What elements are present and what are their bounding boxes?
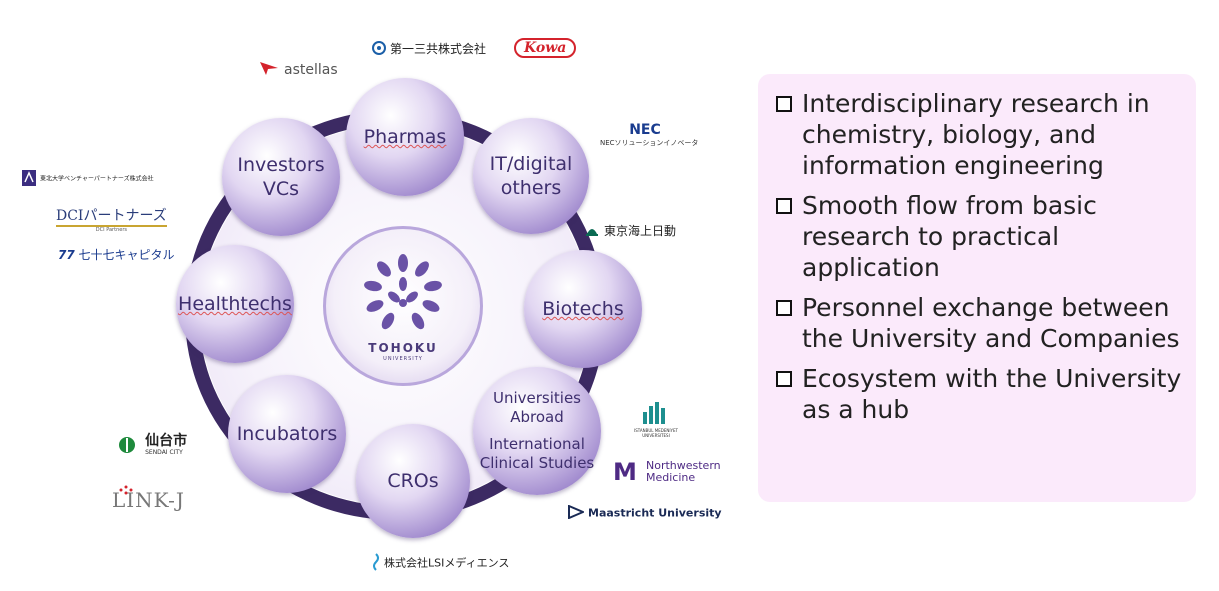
node-investors-line1: Investors	[237, 154, 325, 176]
node-universities: Universities Abroad International Clinic…	[473, 367, 601, 495]
center-name: TOHOKU	[368, 341, 438, 355]
tohoku-vp-text: 東北大学ベンチャーパートナーズ株式会社	[40, 175, 154, 183]
node-biotechs-label: Biotechs	[542, 298, 624, 320]
dci-partners-logo: DCIパートナーズ DCI Partners	[56, 205, 167, 233]
daiichi-sankyo-text: 第一三共株式会社	[390, 42, 487, 56]
maastricht-university-logo: Maastricht University	[568, 504, 722, 522]
key-point-item: Ecosystem with the University as a hub	[776, 363, 1186, 425]
maastricht-text: Maastricht University	[588, 506, 722, 520]
maastricht-icon	[568, 504, 586, 522]
ecosystem-diagram: TOHOKU UNIVERSITY Pharmas IT/digital oth…	[22, 38, 722, 574]
dci-sub-text: DCI Partners	[95, 227, 127, 233]
tohoku-university-logo: TOHOKU UNIVERSITY	[323, 226, 483, 386]
node-universities-line2: Abroad	[510, 408, 564, 426]
tohoku-emblem-icon	[364, 254, 442, 330]
node-cros-label: CROs	[387, 470, 439, 492]
sendai-city-logo: 仙台市 SENDAI CITY	[118, 433, 188, 458]
node-cros: CROs	[356, 424, 470, 538]
kowa-logo: Kowa	[514, 38, 577, 58]
node-it-digital: IT/digital others	[473, 118, 589, 234]
northwestern-m-icon: M	[613, 458, 637, 486]
link-j-text: LINK-J	[112, 488, 185, 512]
node-it-digital-line2: others	[500, 177, 562, 199]
key-points-list: Interdisciplinary research in chemistry,…	[758, 74, 1196, 425]
node-it-digital-line1: IT/digital	[489, 153, 573, 175]
kowa-text: Kowa	[524, 40, 567, 56]
tohoku-vp-icon	[22, 170, 36, 188]
shichijushichi-text: 七十七キャピタル	[78, 248, 175, 262]
seventy-seven-mark-icon: 77	[58, 248, 75, 262]
shichijushichi-capital-logo: 77 七十七キャピタル	[58, 246, 175, 263]
node-universities-line1: Universities	[492, 389, 581, 407]
link-j-logo: LINK-J	[112, 485, 185, 512]
node-incubators-label: Incubators	[236, 423, 338, 445]
center-subname: UNIVERSITY	[383, 356, 423, 362]
node-universities-line3: International	[489, 435, 585, 453]
astellas-text: astellas	[284, 62, 338, 78]
key-point-item: Interdisciplinary research in chemistry,…	[776, 88, 1186, 181]
lsi-medience-icon	[372, 553, 380, 574]
lsi-medience-text: 株式会社LSIメディエンス	[384, 556, 510, 570]
northwestern-text: Northwestern	[645, 459, 721, 472]
link-j-burst-icon	[119, 485, 133, 495]
nec-sub-text: NECソリューションイノベータ	[600, 139, 699, 147]
node-investors-line2: VCs	[262, 178, 300, 200]
lsi-medience-logo: 株式会社LSIメディエンス	[372, 553, 509, 574]
nec-logo: NEC NECソリューションイノベータ	[600, 122, 699, 148]
node-universities-line4: Clinical Studies	[479, 454, 595, 472]
sendai-emblem-icon	[118, 436, 136, 458]
sendai-text: 仙台市	[145, 433, 188, 449]
node-investors: Investors VCs	[222, 118, 340, 236]
astellas-logo: astellas	[258, 60, 338, 80]
astellas-star-icon	[258, 60, 280, 80]
node-healthtechs-label: Healthtechs	[178, 293, 292, 315]
key-point-item: Personnel exchange between the Universit…	[776, 292, 1186, 354]
daiichi-sankyo-icon	[372, 41, 386, 58]
tohoku-venture-partners-logo: 東北大学ベンチャーパートナーズ株式会社	[22, 170, 154, 188]
istanbul-bars-icon	[643, 402, 665, 424]
node-healthtechs: Healthtechs	[176, 245, 294, 363]
nec-text: NEC	[629, 122, 661, 138]
node-incubators: Incubators	[228, 375, 346, 493]
node-pharmas: Pharmas	[346, 78, 464, 196]
sendai-sub-text: SENDAI CITY	[145, 449, 183, 456]
daiichi-sankyo-logo: 第一三共株式会社	[372, 40, 486, 58]
tokio-marine-logo: 東京海上日動	[584, 222, 676, 241]
key-points-panel: Interdisciplinary research in chemistry,…	[758, 74, 1196, 502]
tokio-marine-text: 東京海上日動	[604, 224, 677, 238]
istanbul-medeniyet-logo: ISTANBUL MEDENIYET UNIVERSITESI	[626, 402, 686, 438]
tokio-marine-icon	[584, 222, 600, 241]
istanbul-text: ISTANBUL MEDENIYET UNIVERSITESI	[634, 428, 678, 438]
northwestern-sub-text: Medicine	[645, 471, 696, 484]
node-biotechs: Biotechs	[524, 250, 642, 368]
key-point-item: Smooth flow from basic research to pract…	[776, 190, 1186, 283]
dci-text: DCIパートナーズ	[56, 205, 167, 227]
node-pharmas-label: Pharmas	[363, 126, 447, 148]
northwestern-medicine-logo: M Northwestern Medicine	[613, 458, 721, 486]
